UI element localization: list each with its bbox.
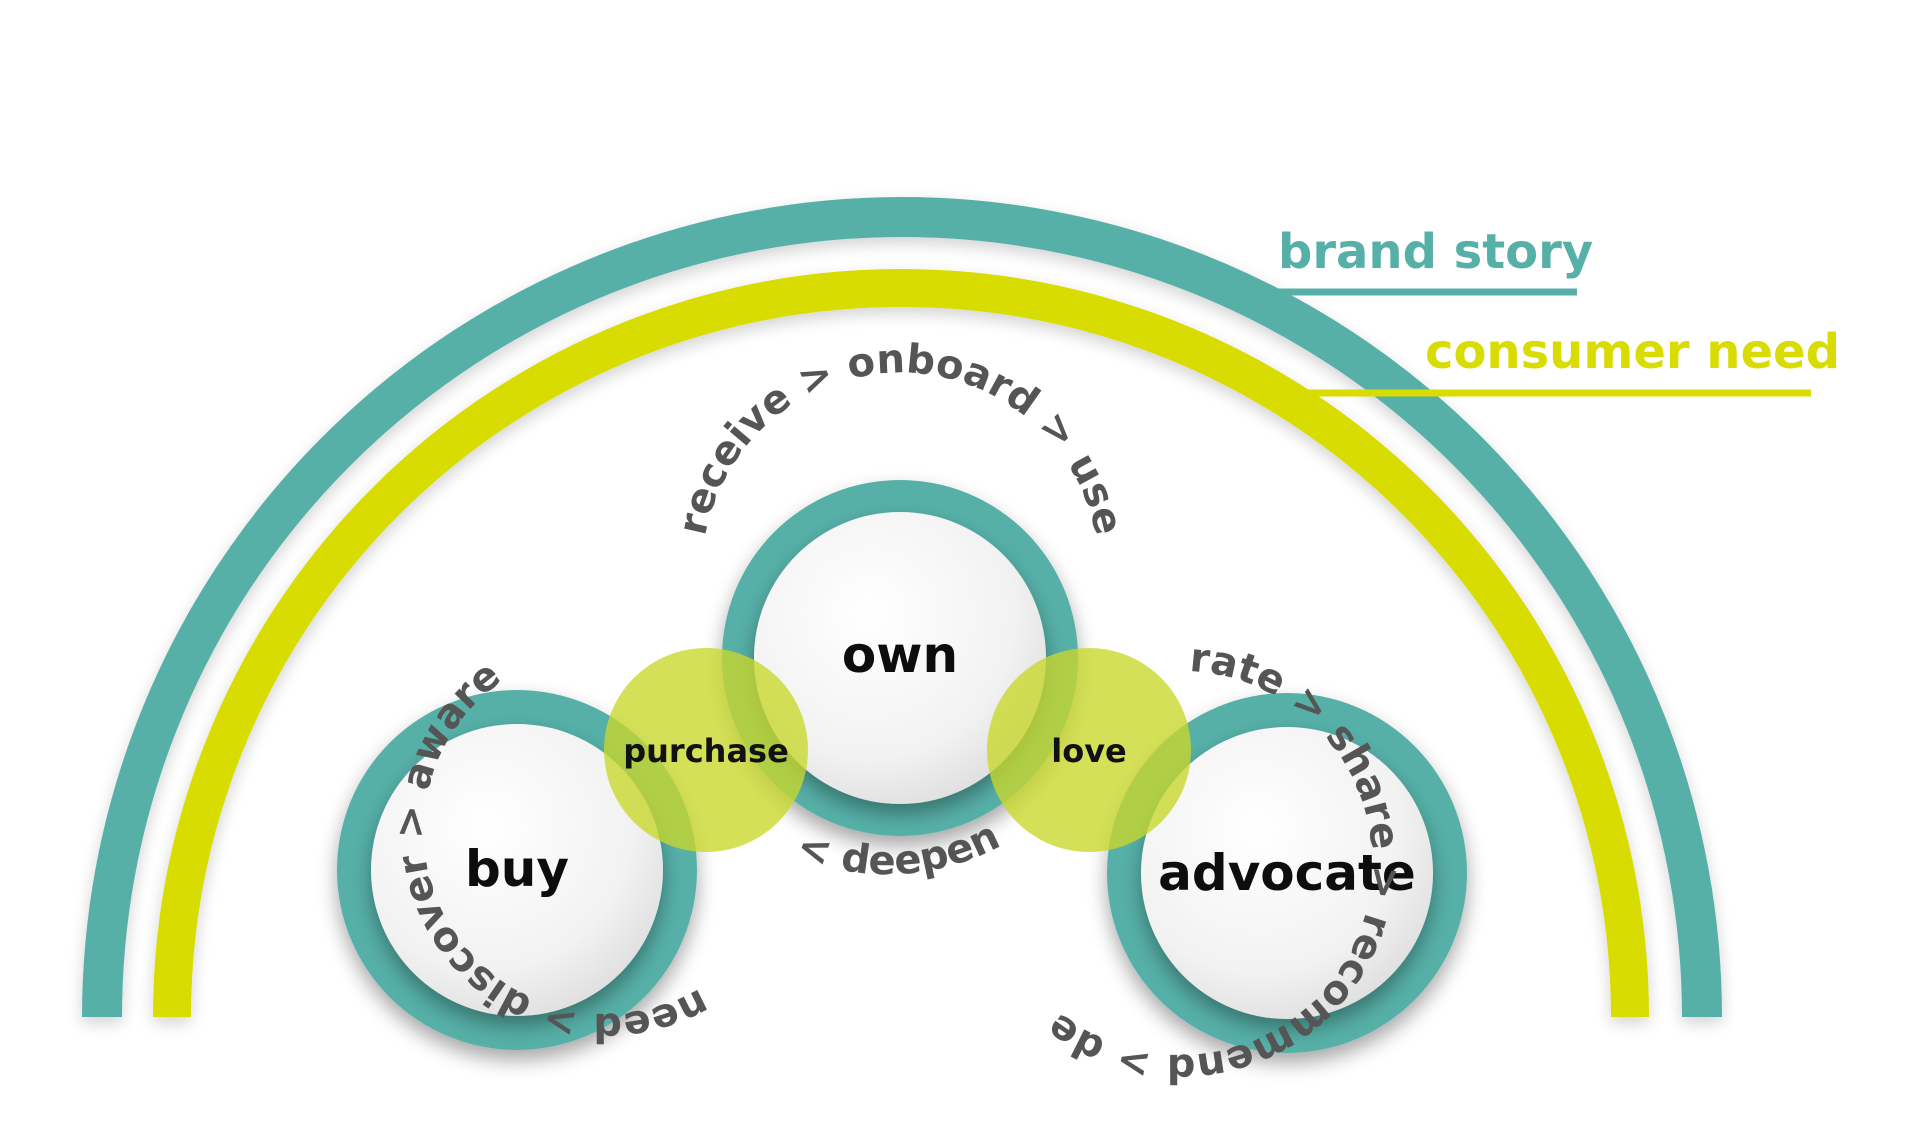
purchase-bubble	[604, 648, 808, 852]
buy-label: buy	[465, 840, 569, 898]
legend-brand-story: brand story	[1278, 224, 1593, 280]
consumer-need-arc	[153, 269, 1649, 1018]
outer-arcs	[82, 197, 1722, 1018]
legend-consumer-need: consumer need	[1425, 324, 1840, 380]
transition-purchase: purchase	[604, 648, 808, 852]
buy-disc	[371, 724, 663, 1016]
legend: brand story consumer need	[1278, 224, 1840, 397]
love-label: love	[1051, 732, 1127, 770]
stage-buy: buy	[337, 690, 697, 1050]
advocate-label: advocate	[1158, 844, 1416, 902]
purchase-label: purchase	[623, 732, 789, 770]
transition-love: love	[987, 648, 1191, 852]
own-disc	[754, 512, 1046, 804]
stage-advocate: advocate	[1107, 693, 1467, 1053]
own-label: own	[842, 626, 958, 684]
brand-story-arc	[82, 197, 1722, 1018]
advocate-disc	[1141, 727, 1433, 1019]
love-bubble	[987, 648, 1191, 852]
